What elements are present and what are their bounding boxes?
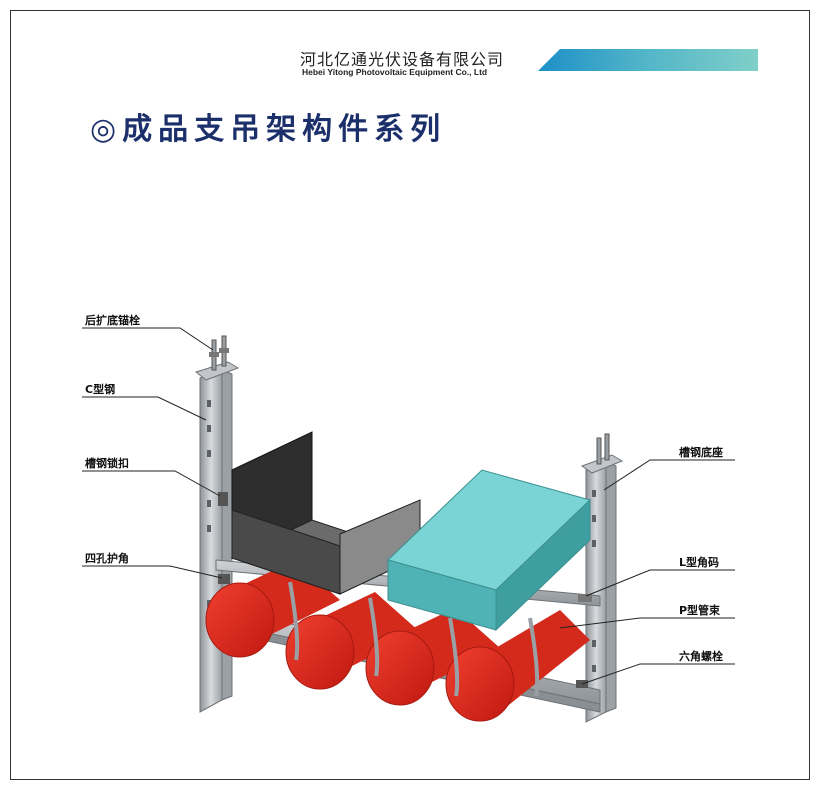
- label-anchor-bolt: 后扩底锚栓: [85, 313, 140, 327]
- header-banner: [538, 49, 758, 71]
- pipe-clamps: [288, 581, 540, 697]
- page-title: ◎成品支吊架构件系列: [90, 112, 447, 147]
- label-p-clamp: P型管束: [679, 603, 721, 617]
- four-hole-corner-fitting: [218, 574, 230, 584]
- company-name-cn: 河北亿通光伏设备有限公司: [300, 50, 505, 69]
- red-pipes: [205, 560, 590, 722]
- channel-lock-fitting: [218, 492, 228, 506]
- label-channel-base: 槽钢底座: [679, 445, 723, 459]
- left-c-channel: [199, 369, 233, 713]
- right-c-channel: [580, 433, 624, 723]
- teal-cable-tray: [387, 469, 591, 632]
- pipe-2: [285, 592, 420, 690]
- l-bracket-fitting: [578, 594, 592, 602]
- label-hex-bolt: 六角螺栓: [679, 649, 723, 663]
- label-channel-lock: 槽钢锁扣: [85, 456, 129, 470]
- label-c-channel: C型钢: [85, 382, 115, 396]
- label-l-bracket: L型角码: [679, 555, 719, 569]
- pipe-4: [445, 610, 590, 722]
- label-four-hole-corner: 四孔护角: [85, 551, 129, 565]
- anchor-bolt-assembly: [194, 335, 240, 381]
- company-name-en: Hebei Yitong Photovoltaic Equipment Co.,…: [302, 67, 488, 77]
- pipe-3: [365, 608, 500, 706]
- leader-lines: [82, 327, 735, 685]
